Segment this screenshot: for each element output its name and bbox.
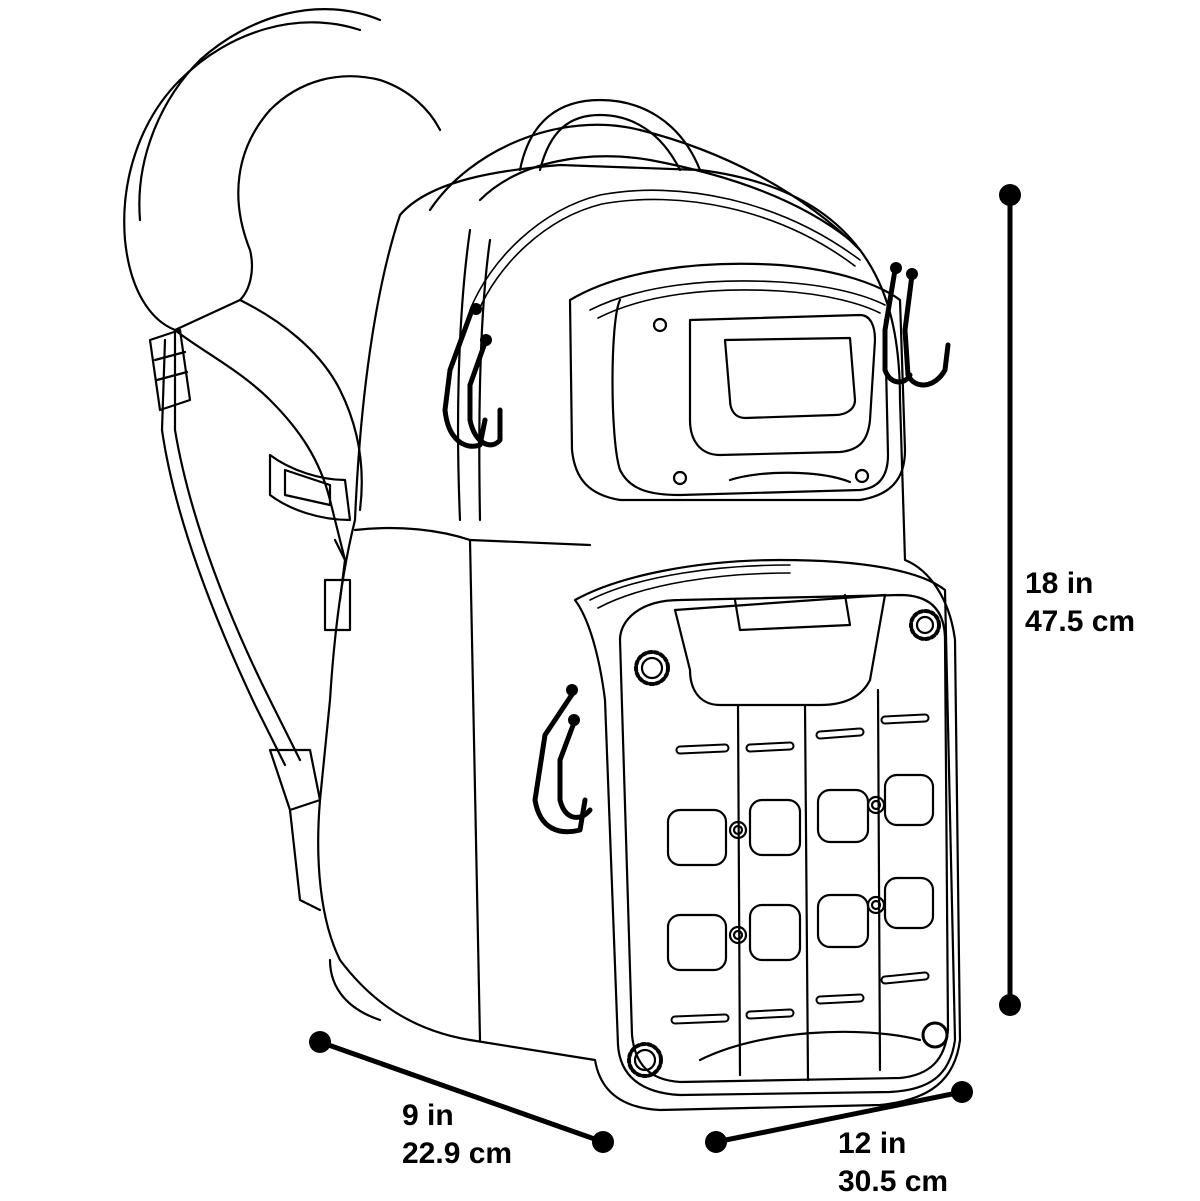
depth-imperial: 9 in bbox=[402, 1099, 454, 1132]
lower-pocket bbox=[573, 558, 957, 1097]
depth-dimension-label: 9 in 22.9 cm bbox=[402, 1097, 512, 1173]
depth-metric: 22.9 cm bbox=[402, 1137, 513, 1170]
zipper-pull-tips bbox=[470, 262, 918, 726]
height-imperial: 18 in bbox=[1025, 567, 1094, 600]
height-dimension-endpoints bbox=[999, 184, 1021, 1016]
upper-pocket bbox=[568, 262, 907, 502]
height-dimension-label: 18 in 47.5 cm bbox=[1025, 565, 1135, 641]
main-zipper bbox=[469, 189, 861, 313]
width-metric: 30.5 cm bbox=[838, 1165, 949, 1198]
width-dimension-label: 12 in 30.5 cm bbox=[838, 1125, 948, 1201]
width-dimension-line bbox=[713, 1089, 965, 1145]
width-imperial: 12 in bbox=[838, 1127, 907, 1160]
top-carry-handle bbox=[518, 98, 702, 172]
depth-dimension-endpoints bbox=[309, 1031, 614, 1153]
width-dimension-endpoints bbox=[705, 1081, 973, 1153]
backpack-body bbox=[317, 123, 962, 1112]
side-buckle bbox=[268, 453, 352, 632]
depth-dimension-line bbox=[317, 1039, 606, 1145]
zipper-pulls bbox=[442, 267, 951, 835]
height-metric: 47.5 cm bbox=[1025, 605, 1136, 638]
shoulder-strap bbox=[123, 8, 442, 912]
